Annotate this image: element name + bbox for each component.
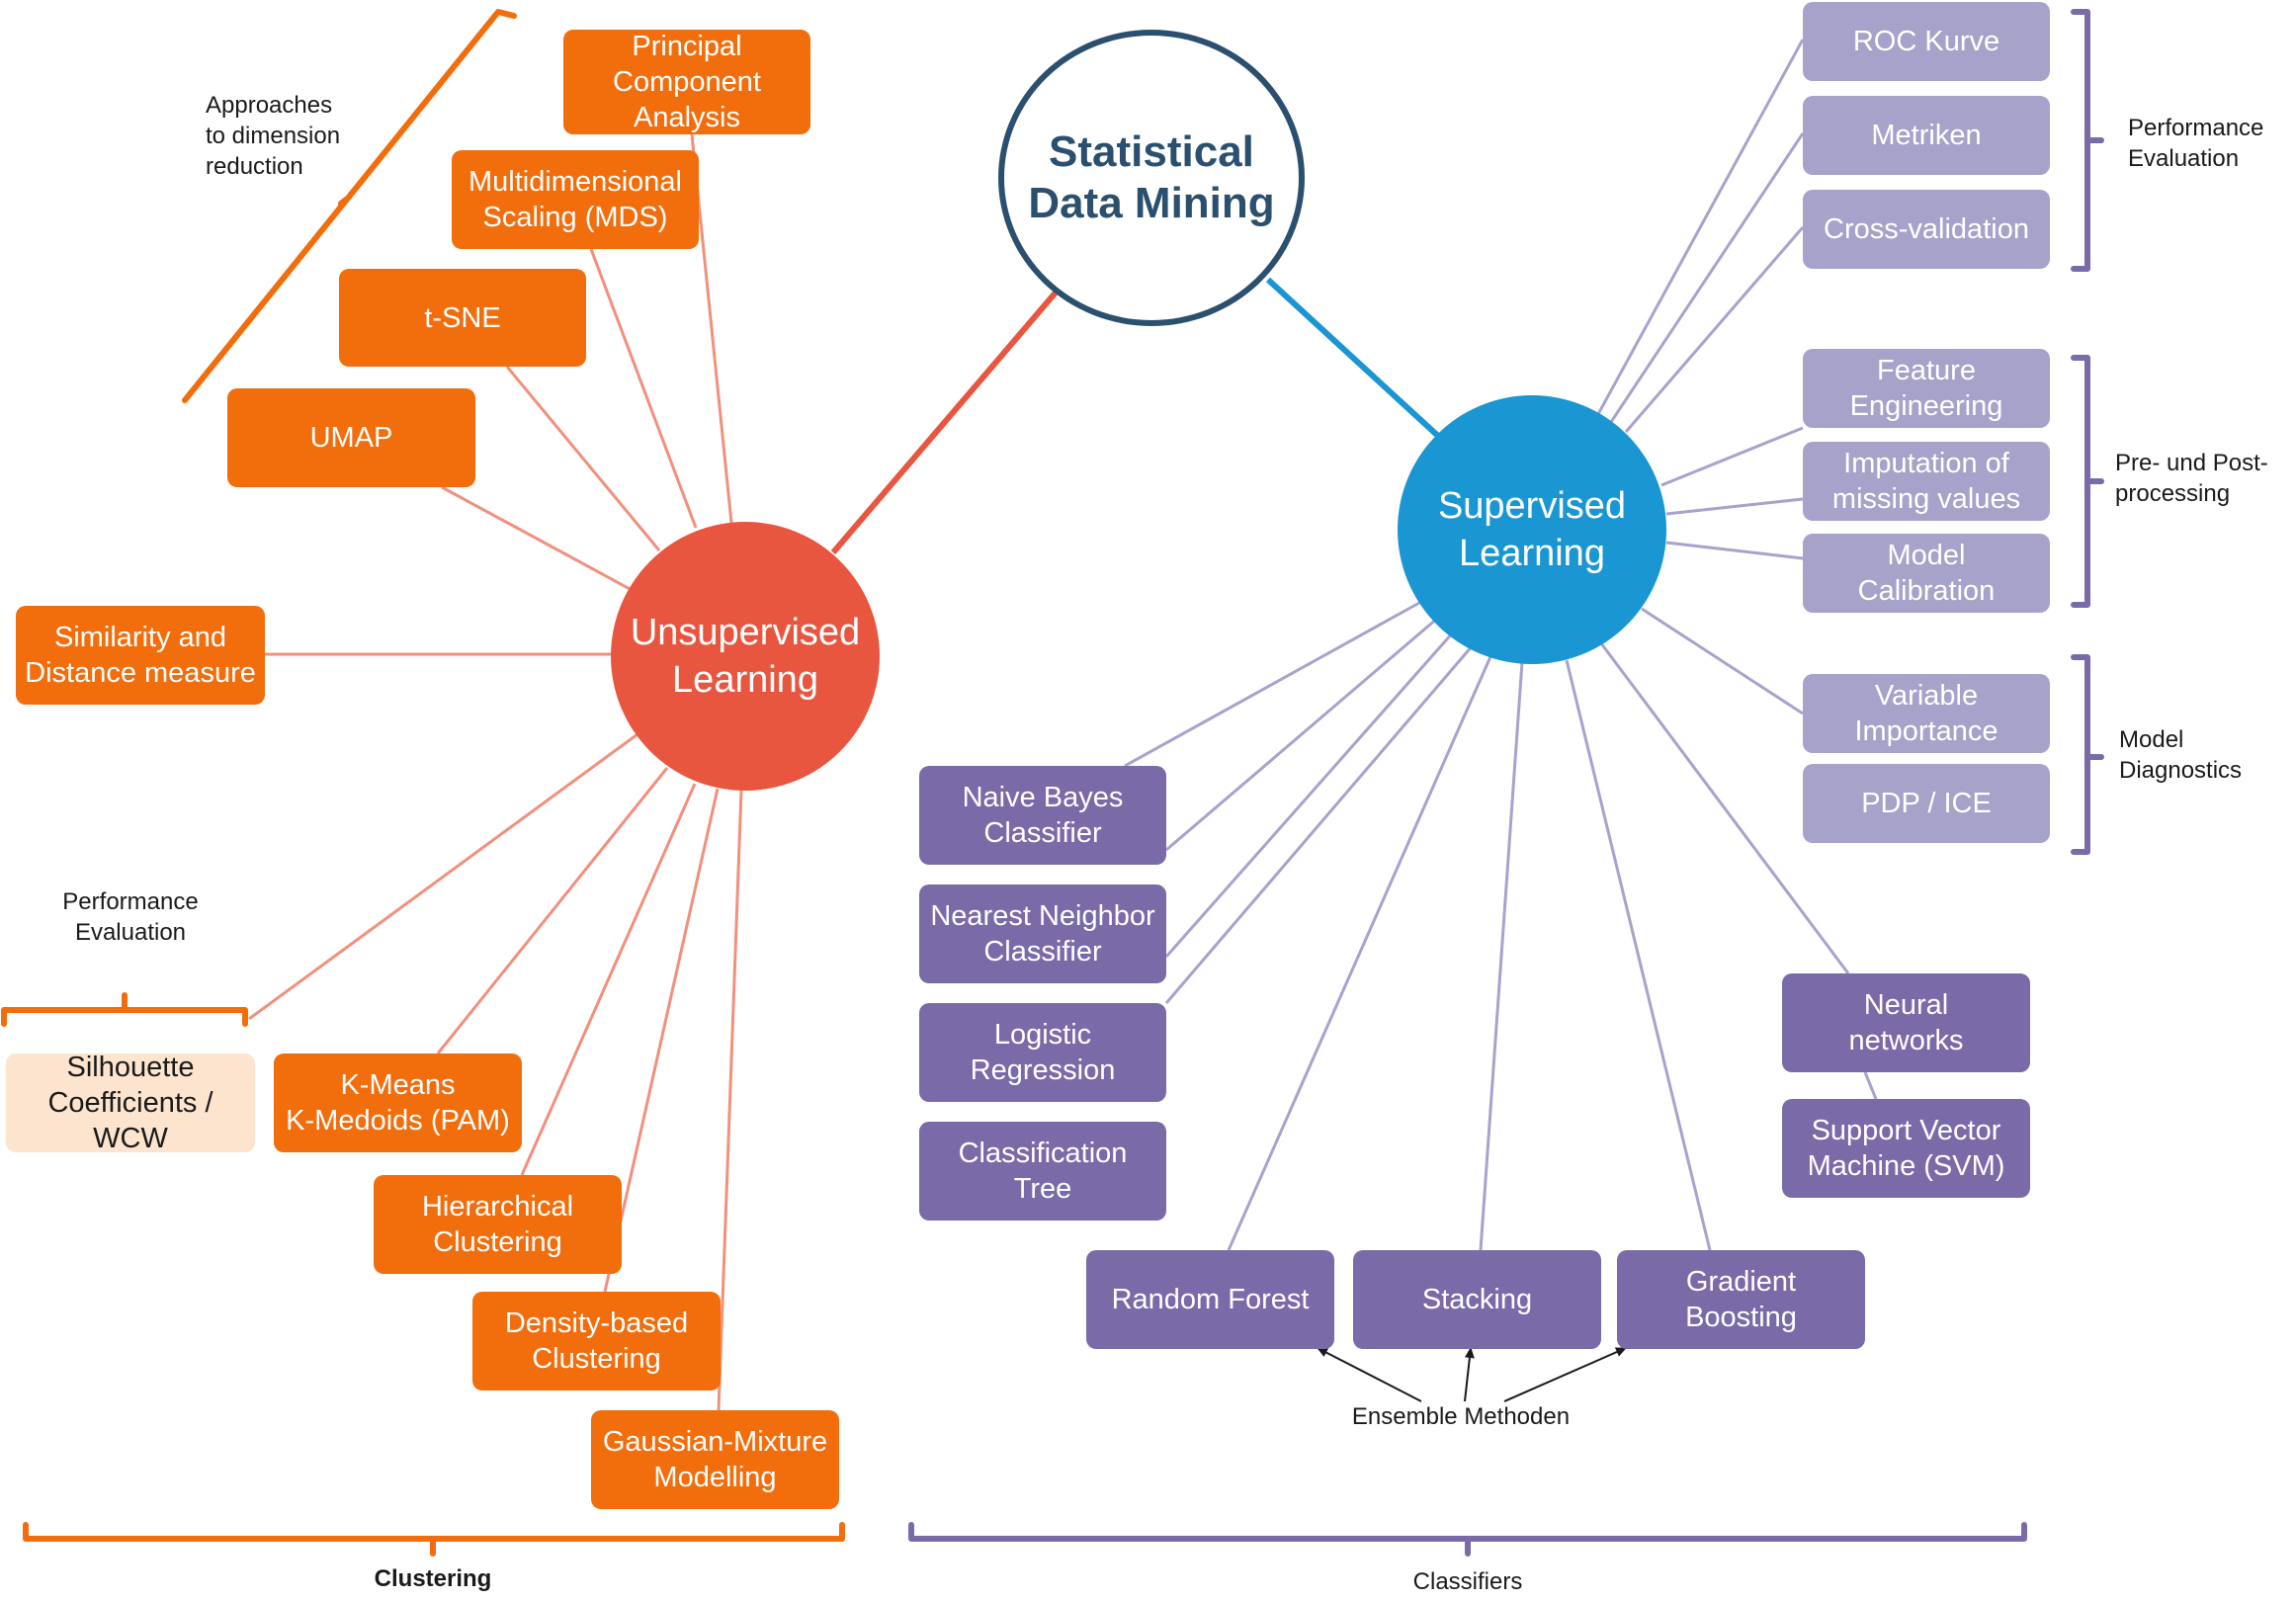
brackets (1, 9, 2104, 1557)
node-pca: Principal Component Analysis (563, 30, 810, 134)
label-ensemble-methods: Ensemble Methoden (1351, 1403, 1571, 1430)
label-unsup-performance: Performance Evaluation (62, 888, 199, 946)
dim-reduction-bracket (182, 9, 517, 403)
label-processing: Pre- und Post- processing (2115, 450, 2268, 507)
node-roc-curve: ROC Kurve (1803, 2, 2050, 81)
node-metrics: Metriken (1803, 96, 2050, 175)
label-model-diagnostics: Model Diagnostics (2119, 726, 2243, 784)
node-neural-networks: Neural networks (1782, 973, 2030, 1072)
node-silhouette: Silhouette Coefficients / WCW (6, 1052, 255, 1154)
node-gaussian-mixture: Gaussian-Mixture Modelling (591, 1410, 839, 1509)
link-root-supervised (1265, 277, 1442, 440)
label-clustering: Clustering (374, 1565, 492, 1592)
root-node: Statistical Data Mining (998, 30, 1305, 326)
node-similarity-distance: Similarity and Distance measure (16, 606, 265, 705)
label-sup-performance: Performance Evaluation (2128, 115, 2264, 172)
node-cross-validation: Cross-validation (1803, 190, 2050, 269)
label-dimension-reduction: Approaches to dimension reduction (206, 92, 341, 180)
node-tsne: t-SNE (339, 269, 586, 367)
node-svm: Support Vector Machine (SVM) (1782, 1099, 2030, 1198)
node-mds: Multidimensional Scaling (MDS) (452, 150, 699, 249)
node-hierarchical-clustering: Hierarchical Clustering (374, 1175, 622, 1274)
node-feature-engineering: Feature Engineering (1803, 349, 2050, 428)
node-model-calibration: Model Calibration (1803, 534, 2050, 613)
node-stacking: Stacking (1353, 1250, 1601, 1349)
label-classifiers: Classifiers (1412, 1568, 1523, 1595)
node-logistic-regression: Logistic Regression (919, 1003, 1166, 1102)
node-naive-bayes: Naive Bayes Classifier (919, 766, 1166, 865)
ensemble-arrows (1317, 1347, 1627, 1402)
supervised-links (1124, 39, 1878, 1251)
node-gradient-boosting: Gradient Boosting (1617, 1250, 1865, 1349)
node-nearest-neighbor: Nearest Neighbor Classifier (919, 885, 1166, 983)
node-variable-importance: Variable Importance (1803, 674, 2050, 753)
supervised-learning-node: Supervised Learning (1398, 395, 1666, 664)
diagnostics-bracket (2071, 654, 2090, 855)
unsupervised-links (248, 133, 743, 1411)
node-random-forest: Random Forest (1086, 1250, 1334, 1349)
node-imputation: Imputation of missing values (1803, 442, 2050, 521)
node-classification-tree: Classification Tree (919, 1122, 1166, 1221)
node-umap: UMAP (227, 388, 475, 487)
node-kmeans-kmedoids: K-Means K-Medoids (PAM) (274, 1053, 522, 1152)
node-pdp-ice: PDP / ICE (1803, 764, 2050, 843)
link-root-unsupervised (830, 291, 1059, 554)
unsupervised-learning-node: Unsupervised Learning (611, 522, 880, 791)
node-density-clustering: Density-based Clustering (472, 1292, 721, 1390)
